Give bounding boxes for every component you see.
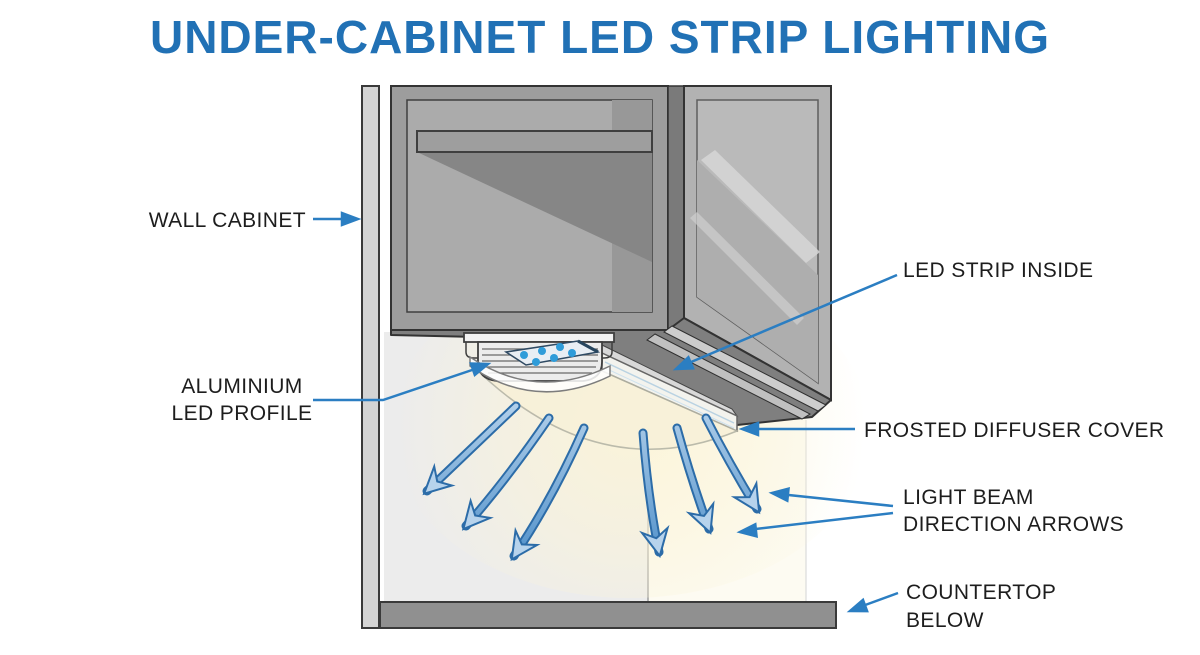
light-beam-label-line2: DIRECTION ARROWS (903, 513, 1124, 536)
leader-arrow-light-beam-lower (736, 511, 894, 538)
beam-arrow (672, 423, 715, 535)
beam-arrow (422, 401, 521, 496)
aluminium-led-profile-label-line2: LED PROFILE (172, 402, 313, 425)
glass-pane-shade (697, 160, 818, 383)
leader-arrow-light-beam-upper (768, 487, 894, 508)
profile-left-hook (465, 342, 478, 359)
aluminium-led-profile (463, 332, 615, 393)
beam-arrow (638, 428, 670, 559)
cabinet-shelf (416, 130, 653, 153)
underside-step-strip (663, 325, 827, 412)
glass-reflection-stripe (701, 150, 820, 263)
underside-step-strip-2 (646, 333, 812, 420)
leader-arrow-wall-cabinet (313, 211, 362, 227)
led-chips (520, 343, 576, 366)
leader-arrow-led-strip (672, 273, 898, 371)
profile-right-hook (600, 342, 613, 359)
leader-arrow-frosted-diffuser (738, 421, 855, 437)
pcb-edge (577, 339, 599, 354)
profile-front-diffuser (469, 355, 611, 393)
cabinet-shelf-shadow (417, 152, 652, 262)
wall-strip (361, 85, 380, 629)
led-strip-inside-label: LED STRIP INSIDE (903, 259, 1093, 282)
diffuser-line (604, 361, 735, 424)
cabinet-door-gap (667, 85, 685, 331)
countertop (379, 601, 837, 629)
countertop-below-label-line2: BELOW (906, 609, 984, 632)
beam-arrow (701, 413, 762, 515)
light-beam-arrows (422, 401, 762, 562)
wall-cabinet-body (390, 85, 832, 402)
cabinet-underside (390, 317, 832, 426)
frosted-diffuser-cover-label: FROSTED DIFFUSER COVER (864, 419, 1164, 442)
profile-mounting-flange (463, 332, 615, 343)
beam-arrow (461, 413, 554, 531)
leader-arrow-aluminium-profile (313, 362, 492, 402)
aluminium-led-profile-label-line1: ALUMINIUM (181, 375, 302, 398)
page-title: UNDER-CABINET LED STRIP LIGHTING (149, 11, 1051, 63)
wall-cabinet-label: WALL CABINET (149, 209, 306, 232)
label-leaders (313, 211, 899, 613)
glass-reflection-line (690, 212, 804, 325)
beam-arrow (509, 423, 589, 562)
leader-arrow-countertop (846, 591, 899, 613)
countertop-below-label-line1: COUNTERTOP (906, 581, 1056, 604)
light-beam-label-line1: LIGHT BEAM (903, 486, 1034, 509)
diffuser-line (604, 367, 735, 429)
